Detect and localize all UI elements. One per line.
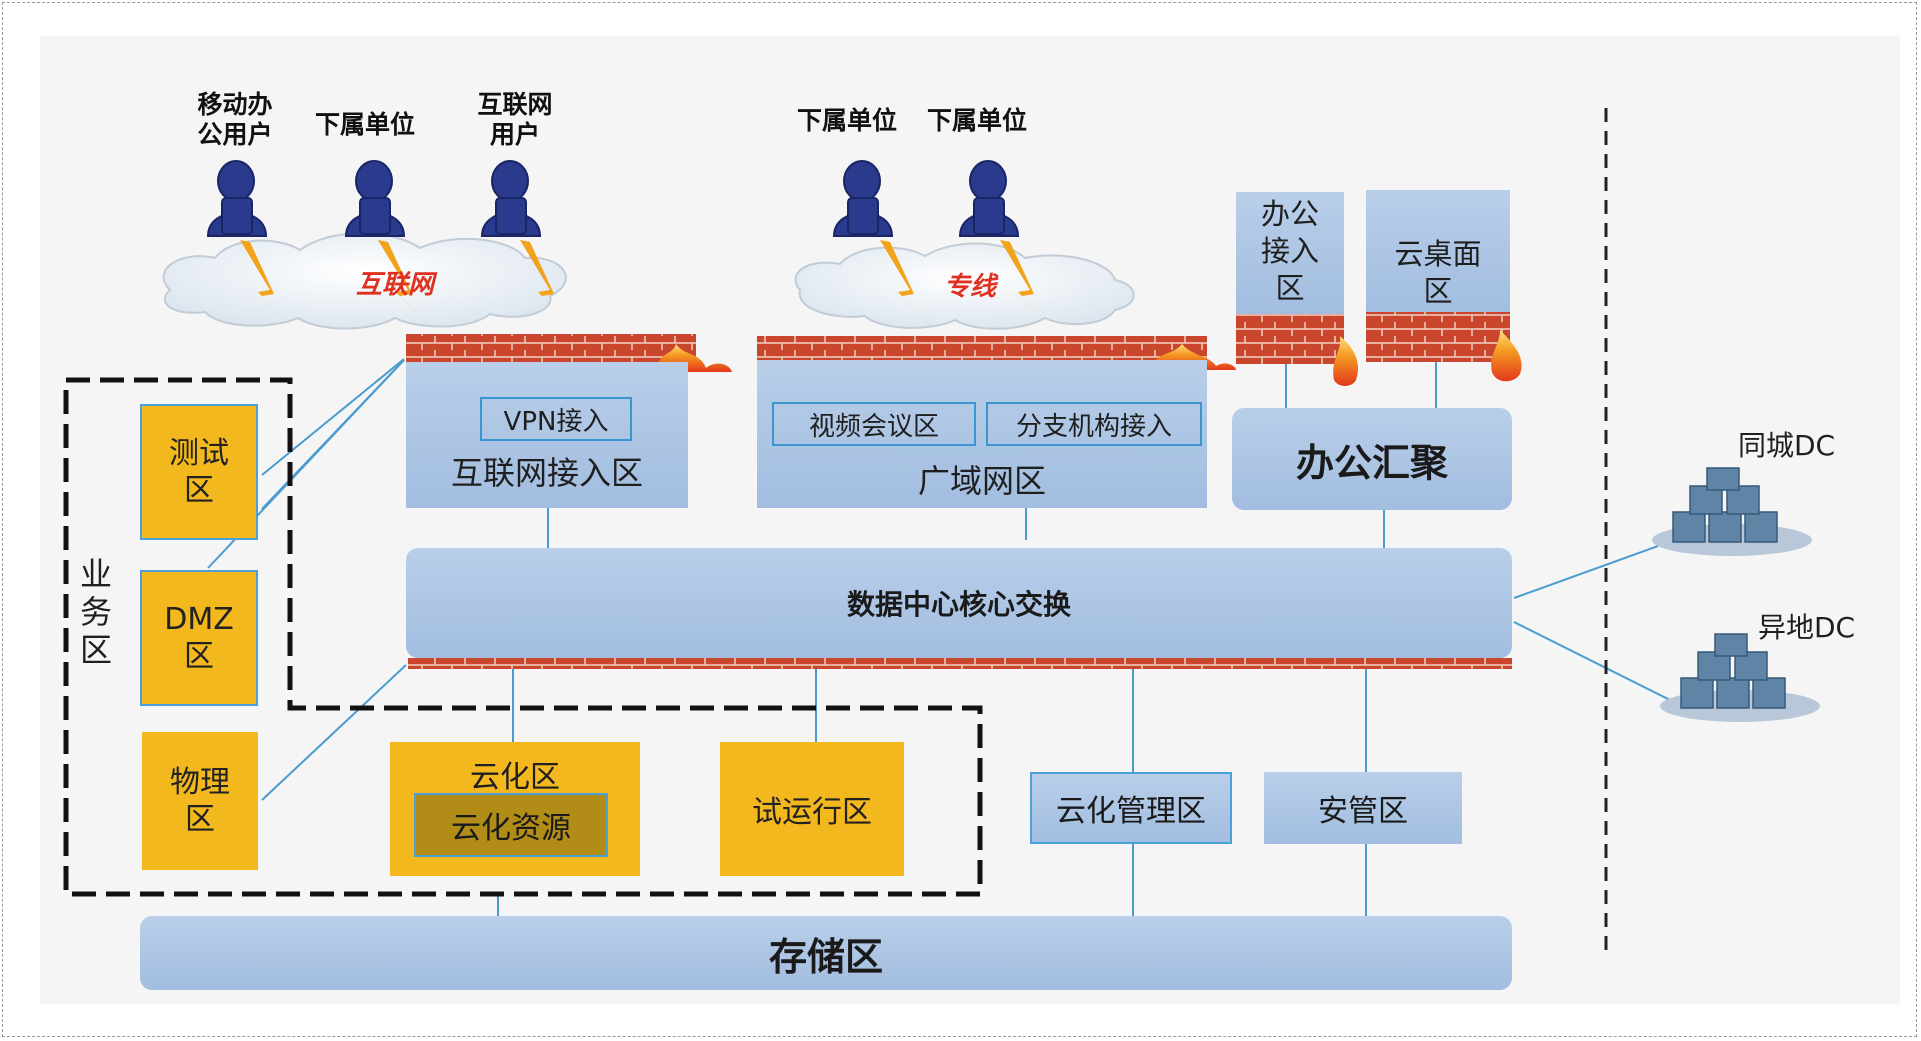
- storage-zone[interactable]: 存储区: [140, 916, 1512, 990]
- office-aggregation-zone[interactable]: 办公汇聚: [1232, 408, 1512, 510]
- cloud-resource-box[interactable]: 云化资源: [414, 793, 608, 857]
- private-line-cloud: [794, 242, 1135, 330]
- sub-unit-label-1: 下属单位: [314, 110, 415, 139]
- user-figure-mobile: [206, 160, 268, 237]
- branch-access-box[interactable]: 分支机构接入: [986, 402, 1202, 446]
- wan-zone[interactable]: [757, 360, 1207, 508]
- trial-zone[interactable]: 试运行区: [720, 742, 904, 876]
- internet-user-label: 互联网 用户: [477, 90, 553, 149]
- internet-cloud-label: 互联网: [356, 270, 435, 300]
- mobile-user-label: 移动办 公用户: [197, 90, 273, 149]
- dmz-zone[interactable]: DMZ 区: [140, 570, 258, 706]
- internet-firewall: [406, 334, 696, 362]
- physical-zone[interactable]: 物理 区: [142, 732, 258, 870]
- remote-dc-label: 异地DC: [1758, 611, 1856, 644]
- office-access-firewall: [1236, 314, 1344, 364]
- cloud-zone-title: 云化区: [470, 760, 560, 795]
- cloud-management-zone[interactable]: 云化管理区: [1030, 772, 1232, 844]
- sub-unit-label-3: 下属单位: [926, 106, 1027, 135]
- same-city-dc-label: 同城DC: [1738, 429, 1836, 462]
- cloud-desktop-zone[interactable]: [1366, 190, 1510, 312]
- video-conference-box[interactable]: 视频会议区: [772, 402, 976, 446]
- core-switch-zone[interactable]: 数据中心核心交换: [406, 548, 1512, 658]
- same-city-dc-icon: [1652, 467, 1812, 556]
- sub-unit-label-2: 下属单位: [796, 106, 897, 135]
- office-access-zone[interactable]: [1236, 192, 1344, 314]
- core-firewall: [408, 658, 1512, 669]
- security-management-zone[interactable]: 安管区: [1264, 772, 1462, 844]
- private-line-cloud-label: 专线: [944, 272, 997, 302]
- diagram-canvas: [40, 36, 1900, 1004]
- cloud-desktop-label: 云桌面 区: [1394, 237, 1482, 309]
- vpn-access-box[interactable]: VPN接入: [480, 397, 632, 441]
- office-access-label: 办公 接入 区: [1260, 197, 1319, 306]
- remote-dc-icon: [1660, 633, 1820, 722]
- wan-zone-title: 广域网区: [917, 462, 1046, 500]
- user-figure-sub1: [344, 160, 406, 237]
- test-zone[interactable]: 测试 区: [140, 404, 258, 540]
- wan-firewall: [757, 336, 1207, 360]
- user-figure-sub3: [958, 160, 1020, 237]
- office-aggregation-label: 办公汇聚: [1295, 440, 1448, 485]
- storage-label: 存储区: [768, 934, 883, 979]
- business-zone-label: 业 务 区: [79, 555, 112, 669]
- core-switch-label: 数据中心核心交换: [846, 588, 1071, 621]
- cloud-desktop-firewall: [1366, 312, 1510, 362]
- internet-access-zone[interactable]: [406, 362, 688, 508]
- user-figure-internet: [480, 160, 542, 237]
- internet-access-title: 互联网接入区: [450, 454, 643, 492]
- user-figure-sub2: [832, 160, 894, 237]
